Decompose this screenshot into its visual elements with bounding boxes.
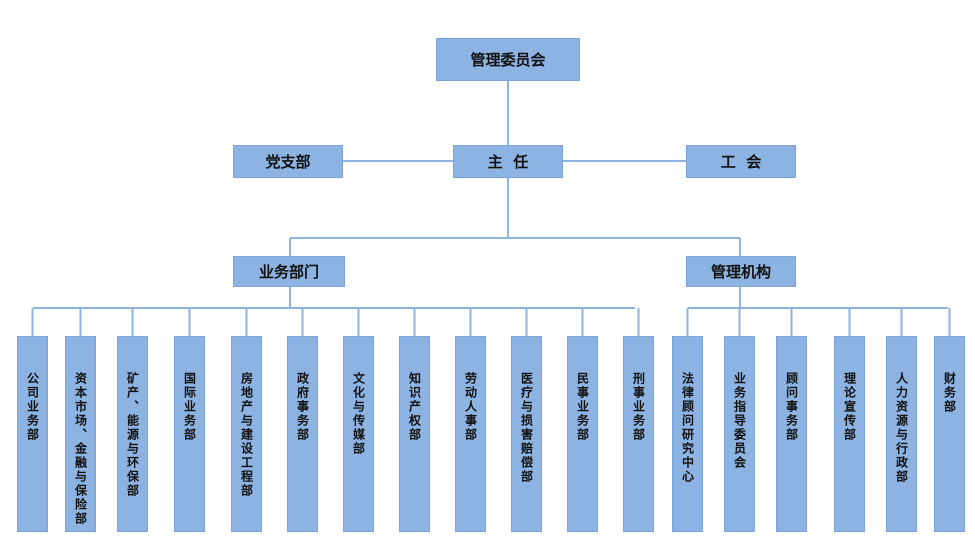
business-unit-box: 公司业务部	[17, 336, 48, 532]
business-dept-box: 业务部门	[233, 256, 345, 287]
management-committee-box: 管理委员会	[436, 38, 580, 81]
business-unit-label: 政府事务部	[295, 372, 310, 442]
admin-org-label: 管理机构	[710, 263, 771, 281]
admin-unit-box: 顾问事务部	[776, 336, 807, 532]
admin-unit-box: 人力资源与行政部	[886, 336, 917, 532]
business-unit-label: 国际业务部	[182, 372, 197, 442]
business-unit-label: 民事业务部	[575, 372, 590, 442]
admin-unit-label: 顾问事务部	[784, 372, 799, 442]
business-unit-box: 文化与传媒部	[343, 336, 374, 532]
business-unit-box: 医疗与损害赔偿部	[511, 336, 542, 532]
business-dept-label: 业务部门	[258, 263, 319, 281]
business-unit-box: 劳动人事部	[455, 336, 486, 532]
business-unit-box: 资本市场、金融与保险部	[65, 336, 96, 532]
admin-unit-box: 财务部	[934, 336, 965, 532]
director-box: 主 任	[453, 145, 563, 178]
business-unit-label: 医疗与损害赔偿部	[519, 372, 534, 484]
business-unit-label: 矿产、能源与环保部	[125, 372, 140, 498]
admin-unit-label: 理论宣传部	[842, 372, 857, 442]
director-label: 主 任	[487, 153, 529, 171]
business-unit-label: 知识产权部	[407, 372, 422, 442]
management-committee-label: 管理委员会	[470, 51, 546, 69]
union-box: 工 会	[686, 145, 796, 178]
business-unit-label: 文化与传媒部	[351, 372, 366, 456]
admin-unit-label: 人力资源与行政部	[894, 372, 909, 484]
business-unit-box: 知识产权部	[399, 336, 430, 532]
business-unit-label: 刑事业务部	[631, 372, 646, 442]
admin-unit-label: 财务部	[942, 372, 957, 414]
business-unit-box: 民事业务部	[567, 336, 598, 532]
business-unit-label: 劳动人事部	[463, 372, 478, 442]
business-unit-label: 房地产与建设工程部	[239, 372, 254, 498]
business-unit-box: 矿产、能源与环保部	[117, 336, 148, 532]
business-unit-label: 资本市场、金融与保险部	[73, 372, 88, 526]
business-unit-label: 公司业务部	[25, 372, 40, 442]
admin-org-box: 管理机构	[686, 256, 796, 287]
business-unit-box: 政府事务部	[287, 336, 318, 532]
party-branch-box: 党支部	[233, 145, 343, 178]
business-unit-box: 刑事业务部	[623, 336, 654, 532]
party-branch-label: 党支部	[265, 153, 311, 171]
admin-unit-label: 业务指导委员会	[732, 372, 747, 470]
union-label: 工 会	[720, 153, 762, 171]
admin-unit-box: 理论宣传部	[834, 336, 865, 532]
admin-unit-box: 业务指导委员会	[724, 336, 755, 532]
business-unit-box: 国际业务部	[174, 336, 205, 532]
admin-unit-label: 法律顾问研究中心	[680, 372, 695, 484]
business-unit-box: 房地产与建设工程部	[231, 336, 262, 532]
admin-unit-box: 法律顾问研究中心	[672, 336, 703, 532]
